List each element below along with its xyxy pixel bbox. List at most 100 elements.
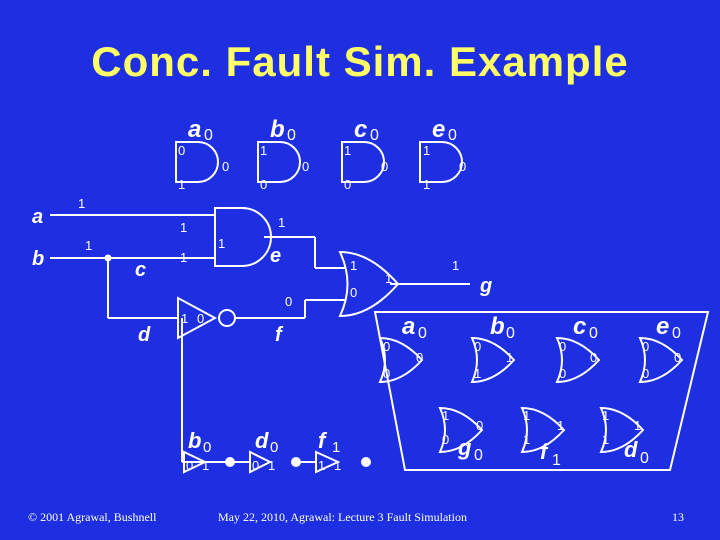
footer-lecture: May 22, 2010, Agrawal: Lecture 3 Fault S… [218, 510, 467, 524]
svg-text:b: b [188, 428, 201, 453]
svg-text:0: 0 [476, 418, 483, 433]
good-value-a: 1 [78, 196, 85, 211]
inv-fault-gate-f1: f 1 1 1 [315, 428, 371, 474]
svg-text:b: b [490, 313, 505, 340]
svg-text:c: c [573, 313, 586, 340]
svg-text:1: 1 [602, 408, 609, 423]
page-number: 13 [672, 510, 684, 524]
svg-text:0: 0 [270, 439, 278, 456]
svg-text:1: 1 [260, 143, 267, 158]
svg-text:0: 0 [287, 127, 296, 144]
top-fault-gate-c0: c 0 1 0 0 [341, 116, 388, 192]
inv-fault-gate-b0: b 0 0 1 [183, 428, 235, 474]
good-value-b: 1 [85, 238, 92, 253]
inverter-d-f: 1 0 [177, 296, 236, 340]
or-fault-gate-e0: e 0 0 0 0 [639, 313, 683, 383]
or-fault-gate-d0: 1 1 1 d 0 [600, 407, 649, 467]
svg-text:f: f [540, 439, 550, 464]
svg-text:1: 1 [602, 432, 609, 447]
svg-text:0: 0 [383, 339, 390, 354]
top-fault-gate-e0: e 0 1 1 0 [419, 116, 466, 192]
top-fault-gate-b0: b 0 1 0 0 [257, 116, 309, 192]
signal-e-label: e [270, 245, 281, 267]
svg-text:0: 0 [672, 325, 681, 342]
and-gate-e: 1 1 1 1 [180, 207, 285, 267]
or-fault-gate-b0: b 0 0 1 1 [471, 313, 515, 383]
svg-text:b: b [270, 116, 285, 143]
svg-text:0: 0 [506, 325, 515, 342]
svg-text:1: 1 [278, 215, 285, 230]
svg-text:1: 1 [218, 236, 225, 251]
svg-text:1: 1 [332, 439, 340, 456]
slide-title: Conc. Fault Sim. Example [91, 38, 629, 85]
svg-text:0: 0 [642, 366, 649, 381]
svg-text:1: 1 [452, 258, 459, 273]
svg-text:1: 1 [474, 366, 481, 381]
or-fault-gate-a0: a 0 0 0 0 [379, 313, 427, 383]
svg-text:0: 0 [344, 177, 351, 192]
svg-text:0: 0 [442, 432, 449, 447]
svg-text:0: 0 [589, 325, 598, 342]
fanout-dot-b [104, 254, 112, 262]
svg-text:1: 1 [344, 143, 351, 158]
svg-text:1: 1 [178, 177, 185, 192]
svg-text:c: c [354, 116, 367, 143]
svg-text:1: 1 [202, 458, 209, 473]
svg-text:a: a [402, 313, 415, 340]
svg-text:0: 0 [559, 366, 566, 381]
svg-text:1: 1 [268, 458, 275, 473]
svg-text:1: 1 [423, 143, 430, 158]
svg-text:d: d [255, 428, 269, 453]
svg-text:0: 0 [416, 350, 423, 365]
signal-d-label: d [138, 324, 151, 346]
svg-text:a: a [188, 116, 201, 143]
svg-text:1: 1 [506, 350, 513, 365]
or-gate-g: 1 0 1 1 [338, 250, 459, 318]
svg-text:g: g [457, 435, 472, 460]
inv-fault-gate-d0: d 0 0 1 [249, 428, 301, 474]
svg-text:1: 1 [180, 250, 187, 265]
svg-text:0: 0 [459, 159, 466, 174]
signal-c-label: c [135, 259, 146, 281]
or-fault-gate-g0: 1 0 0 g 0 [439, 407, 483, 464]
svg-text:1: 1 [334, 458, 341, 473]
svg-text:0: 0 [674, 350, 681, 365]
signal-g-label: g [479, 275, 492, 297]
svg-text:f: f [318, 428, 328, 453]
svg-text:1: 1 [523, 432, 530, 447]
svg-text:1: 1 [423, 177, 430, 192]
svg-text:e: e [432, 116, 445, 143]
svg-text:0: 0 [222, 159, 229, 174]
signal-a-label: a [32, 206, 43, 228]
svg-text:1: 1 [350, 258, 357, 273]
svg-text:0: 0 [590, 350, 597, 365]
or-fault-gate-f1: 1 1 1 f 1 [521, 407, 565, 469]
svg-text:1: 1 [180, 220, 187, 235]
svg-text:0: 0 [350, 285, 357, 300]
svg-text:1: 1 [318, 458, 325, 473]
circuit-wires [50, 214, 470, 463]
or-fault-funnel [373, 311, 710, 471]
svg-text:0: 0 [642, 339, 649, 354]
svg-text:d: d [624, 437, 638, 462]
svg-text:0: 0 [203, 439, 211, 456]
svg-text:0: 0 [186, 458, 193, 473]
svg-text:1: 1 [442, 408, 449, 423]
signal-b-label: b [32, 248, 44, 270]
footer-copyright: © 2001 Agrawal, Bushnell [28, 510, 157, 524]
svg-text:1: 1 [523, 408, 530, 423]
svg-text:0: 0 [640, 450, 649, 467]
svg-text:1: 1 [634, 418, 641, 433]
svg-text:0: 0 [302, 159, 309, 174]
svg-text:0: 0 [381, 159, 388, 174]
top-fault-gate-a0: a 0 0 1 0 [175, 116, 229, 192]
svg-text:0: 0 [474, 447, 483, 464]
svg-text:0: 0 [370, 127, 379, 144]
svg-text:0: 0 [197, 311, 204, 326]
svg-text:0: 0 [178, 143, 185, 158]
svg-text:1: 1 [181, 311, 188, 326]
svg-text:0: 0 [383, 366, 390, 381]
svg-text:0: 0 [448, 127, 457, 144]
svg-text:0: 0 [252, 458, 259, 473]
svg-text:0: 0 [204, 127, 213, 144]
